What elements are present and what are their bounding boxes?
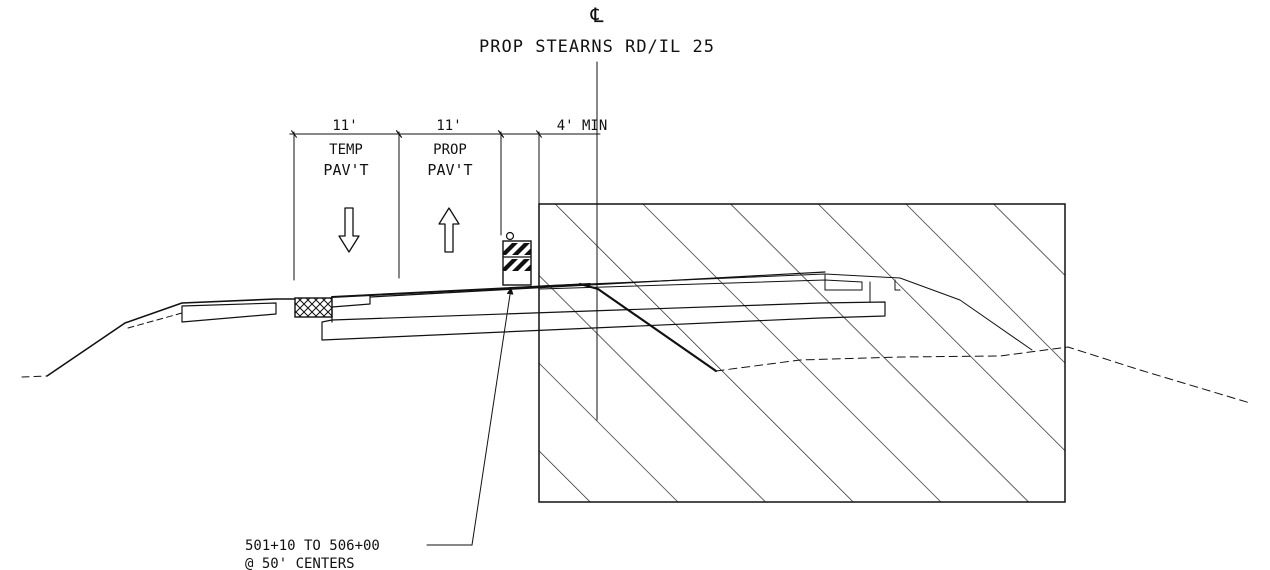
prop-width-label: 11' <box>436 118 461 134</box>
temp-width-label: 11' <box>332 118 357 134</box>
temp-lane-label-line2: PAV'T <box>323 161 368 179</box>
barricade-icon <box>502 231 532 286</box>
dimension-extension-lines <box>293 131 540 281</box>
prop-lane-label-line2: PAV'T <box>427 161 472 179</box>
centerline-symbol: ℄ <box>590 3 604 27</box>
prop-lane-label-line1: PROP <box>433 142 467 158</box>
callout-line2: @ 50' CENTERS <box>245 556 355 570</box>
callout-line1: 501+10 TO 506+00 <box>245 538 380 554</box>
hatched-closed-area <box>538 203 1066 503</box>
arrow-down-icon <box>338 207 360 253</box>
crosshatch-block <box>294 297 333 318</box>
offset-label: 4' MIN <box>557 118 608 134</box>
temp-lane-label-line1: TEMP <box>329 142 363 158</box>
callout-leader <box>471 287 514 546</box>
centerline-label: PROP STEARNS RD/IL 25 <box>479 37 715 57</box>
arrow-up-icon <box>438 207 460 253</box>
roadway-profile <box>21 271 1251 404</box>
